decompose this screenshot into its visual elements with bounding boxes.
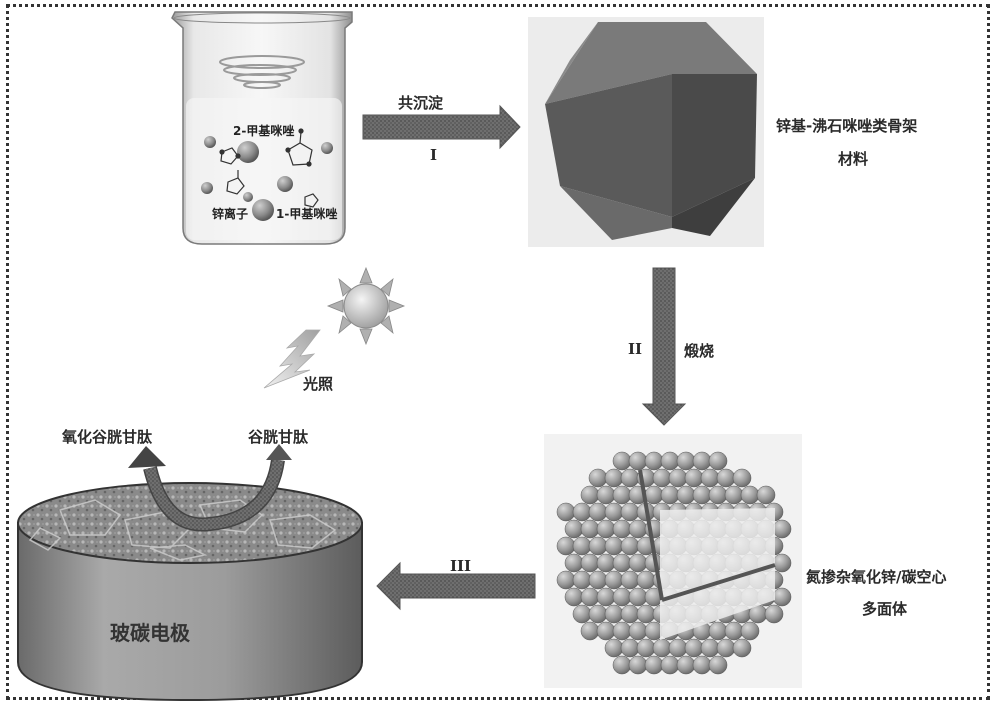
step-1-label: 共沉淀: [398, 94, 444, 112]
step-2-numeral: II: [628, 340, 643, 358]
hollow-label-line2: 多面体: [862, 600, 908, 618]
swirl-icon: [219, 55, 305, 89]
zinc-ion-sphere: [201, 136, 333, 221]
hollow-label-line1: 氮掺杂氧化锌/碳空心: [806, 568, 947, 586]
lightning-icon: [263, 329, 321, 389]
beaker: 2-甲基咪唑 锌离子 1-甲基咪唑: [171, 11, 353, 245]
reactant-label: 谷胱甘肽: [248, 428, 309, 446]
label-zinc-ion: 锌离子: [212, 206, 248, 221]
zif-label-line2: 材料: [838, 150, 869, 168]
arrow-right-step-1: [362, 104, 521, 150]
arrow-left-step-3: [376, 561, 536, 611]
hollow-polyhedron: [544, 434, 802, 688]
label-2-methylimidazole: 2-甲基咪唑: [233, 123, 294, 138]
electrode-label: 玻碳电极: [110, 621, 190, 645]
zif-label-line1: 锌基-沸石咪唑类骨架: [776, 117, 918, 135]
light-label: 光照: [303, 375, 334, 393]
step-1-numeral: I: [430, 146, 438, 164]
step-2-label: 煅烧: [684, 342, 715, 360]
zif-crystal: [528, 17, 764, 247]
arrow-down-step-2: [641, 267, 687, 426]
molecule-icon: [219, 128, 319, 208]
step-3-numeral: III: [450, 557, 472, 575]
product-label: 氧化谷胱甘肽: [62, 428, 153, 446]
sun-icon: [326, 266, 406, 346]
label-1-methylimidazole: 1-甲基咪唑: [276, 206, 337, 221]
curved-arrow-reaction: [128, 444, 292, 532]
dotted-border-frame: [6, 4, 990, 700]
